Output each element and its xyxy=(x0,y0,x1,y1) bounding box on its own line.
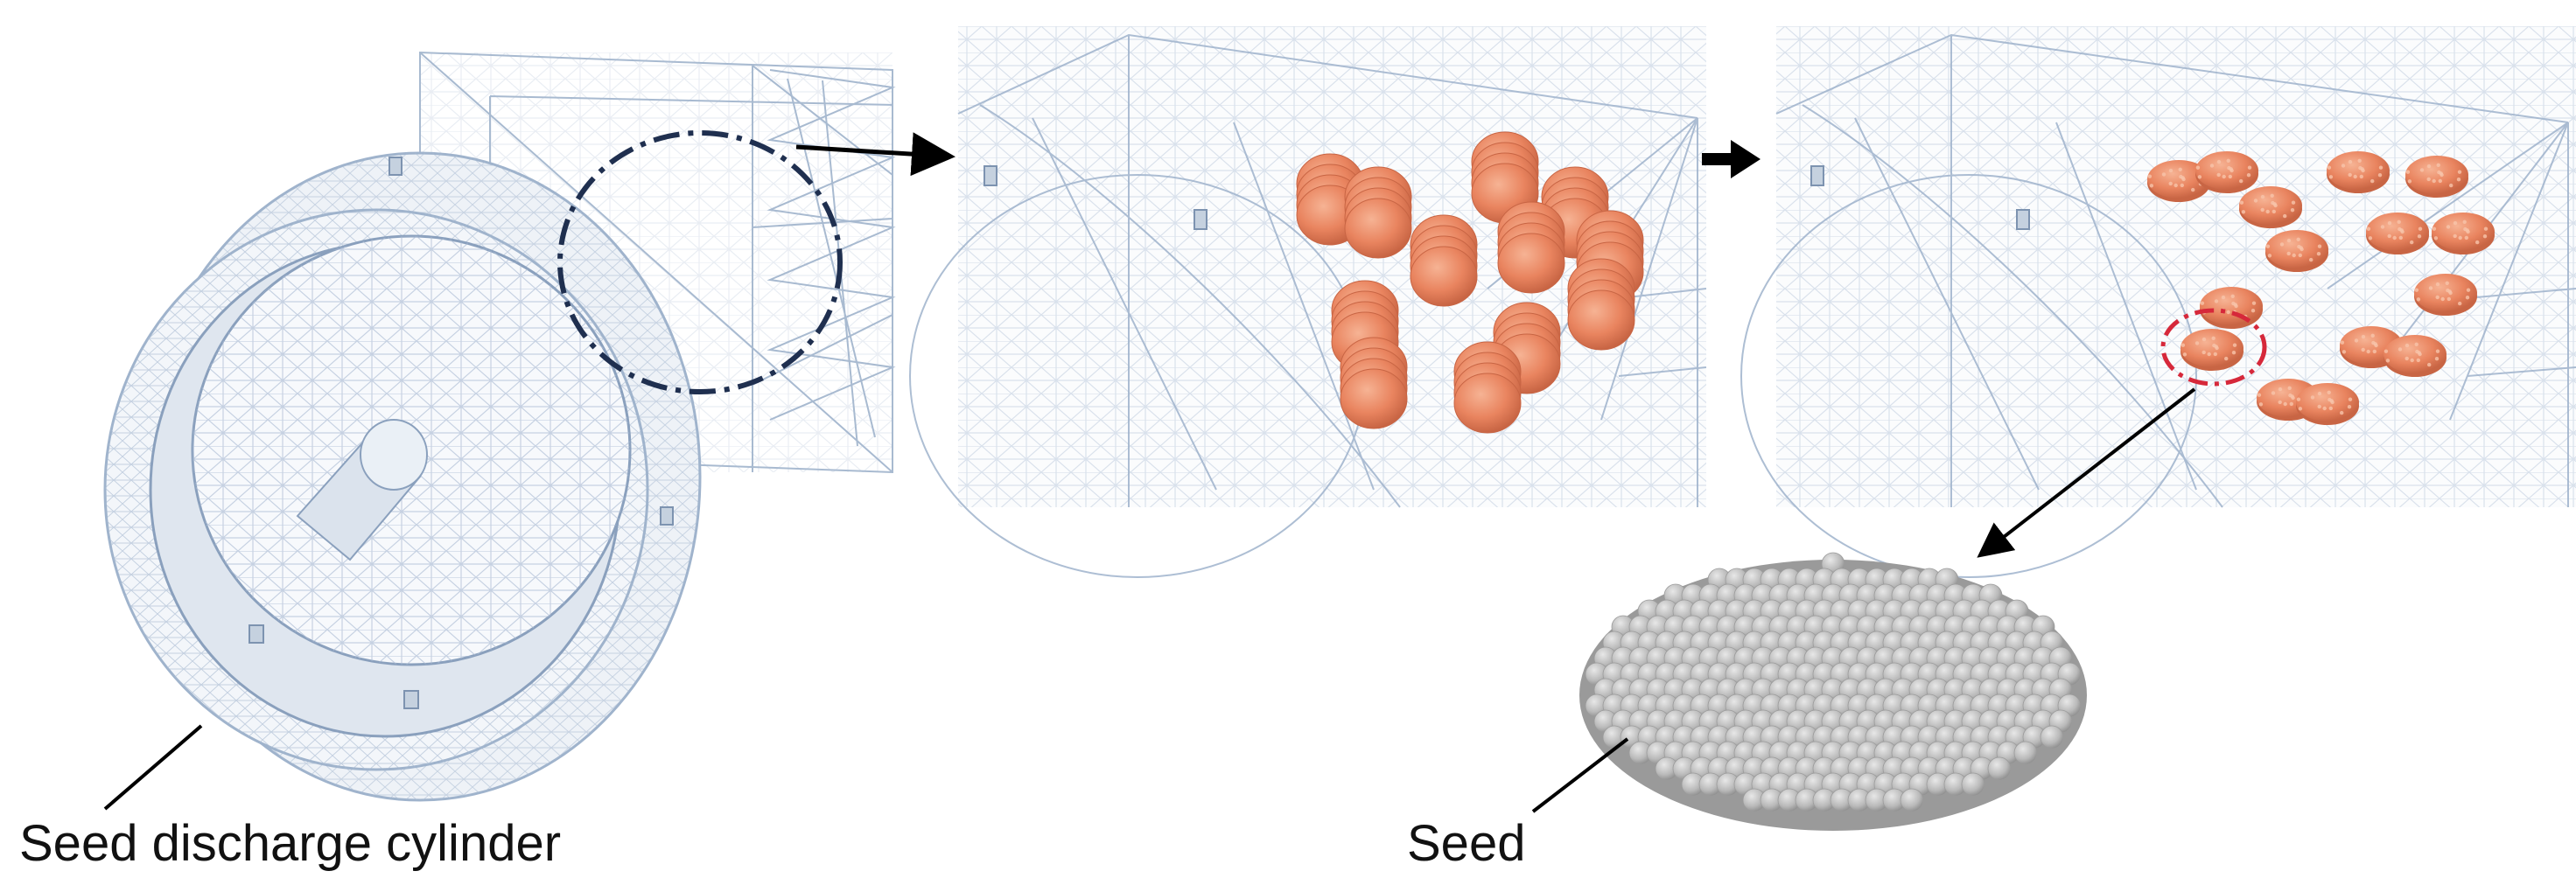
seed-particle-stack xyxy=(1497,201,1565,294)
seed-particle-disk xyxy=(2414,274,2477,316)
seed-particle-disk xyxy=(2200,287,2263,329)
zoom-callout-circle xyxy=(557,130,843,394)
seed-bead-model xyxy=(1579,552,2087,831)
seed-particle-disk xyxy=(2180,329,2244,371)
seed-particle-stack xyxy=(1410,214,1478,307)
seed-bead xyxy=(1900,788,1924,812)
cylinder-hub xyxy=(296,419,428,561)
seed-particle-disk xyxy=(2147,160,2210,202)
seed-bead xyxy=(1961,772,1985,797)
seed-bead xyxy=(2040,725,2064,749)
seed-particle-stack xyxy=(1567,258,1635,351)
diagonal-arrow-icon xyxy=(1977,387,2196,558)
right-arrow-icon xyxy=(1702,140,1760,178)
cylinder-caption-pointer xyxy=(103,724,203,811)
right-arrow-icon xyxy=(795,132,956,177)
seed-particle-stack xyxy=(1453,341,1522,434)
caption-seed-discharge-cylinder: Seed discharge cylinder xyxy=(19,815,562,872)
seed-bead xyxy=(1987,756,2012,781)
seed-particle-disk xyxy=(2384,335,2446,377)
seed-particle-disk xyxy=(2405,156,2468,198)
seed-particle-disk xyxy=(2239,186,2302,228)
seed-particle-disk xyxy=(2195,151,2258,193)
caption-seed: Seed xyxy=(1407,815,1526,872)
panel-particle-disks xyxy=(1740,26,2576,578)
seed-bead xyxy=(2013,741,2038,765)
seed-callout-circle xyxy=(2160,308,2267,387)
seed-particle-disk xyxy=(2366,213,2429,254)
seed-particle-disk xyxy=(2265,230,2328,272)
seed-discharge-cylinder-model xyxy=(103,51,896,802)
seed-particle-stack xyxy=(1344,166,1412,259)
seed-particle-disk xyxy=(2432,213,2495,254)
panel-particle-stacks xyxy=(909,26,1707,578)
seed-caption-pointer xyxy=(1531,737,1629,813)
seed-particle-disk xyxy=(2296,383,2359,425)
seed-particle-stack xyxy=(1340,337,1408,429)
seed-particle-disk xyxy=(2327,151,2390,193)
